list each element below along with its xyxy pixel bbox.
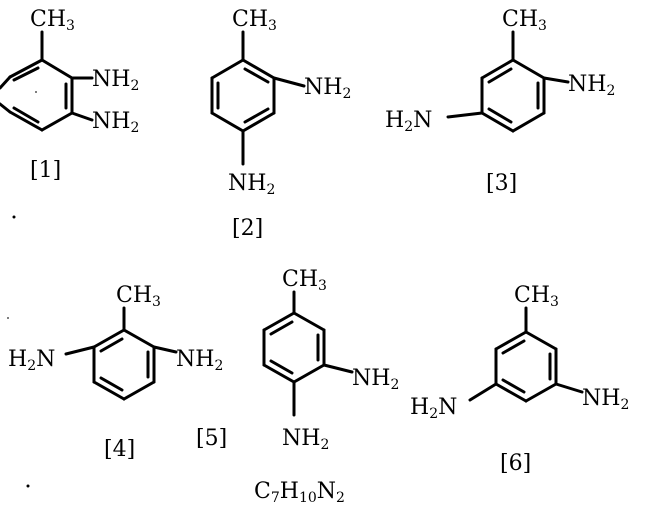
compound-index-4: [4] <box>104 437 135 462</box>
amino-label-5b: NH2 <box>282 426 329 453</box>
compound-index-6: [6] <box>500 451 531 476</box>
compound-index-1: [1] <box>30 158 61 183</box>
compound-index-5: [5] <box>196 426 227 451</box>
compound-1: CH3 NH2 NH2 [1] <box>0 7 139 183</box>
compound-3: CH3 NH2 H2N [3] <box>385 7 615 196</box>
compound-index-3: [3] <box>486 171 517 196</box>
compound-5: CH3 NH2 NH2 [5] <box>196 267 399 453</box>
amino-label-6b: NH2 <box>582 386 629 413</box>
compound-4: CH3 H2N NH2 [4] <box>8 283 223 462</box>
ring-3 <box>446 30 570 133</box>
methyl-label-6: CH3 <box>514 283 559 310</box>
methyl-label-3: CH3 <box>502 7 547 34</box>
scan-specks <box>7 91 37 488</box>
methyl-label-5: CH3 <box>282 267 327 294</box>
ring-6 <box>468 306 584 403</box>
methyl-label-2: CH3 <box>232 7 277 34</box>
amino-label-5a: NH2 <box>352 366 399 393</box>
amino-label-6a: H2N <box>410 395 457 422</box>
amino-label-3b: H2N <box>385 108 432 135</box>
methyl-label-1: CH3 <box>30 7 75 34</box>
molecular-formula: C7H10N2 <box>254 479 345 506</box>
amino-label-1a: NH2 <box>92 67 139 94</box>
amino-label-4b: NH2 <box>176 347 223 374</box>
compound-6: CH3 H2N NH2 [6] <box>410 283 629 476</box>
ring-4 <box>64 306 178 401</box>
ring-5 <box>262 290 354 417</box>
amino-label-2b: NH2 <box>228 171 275 198</box>
amino-label-2a: NH2 <box>304 75 351 102</box>
compound-index-2: [2] <box>232 216 263 241</box>
ring-1 <box>0 30 94 132</box>
ring-2 <box>210 30 306 166</box>
amino-label-3a: NH2 <box>568 72 615 99</box>
amino-label-4a: H2N <box>8 347 55 374</box>
amino-label-1b: NH2 <box>92 109 139 136</box>
compound-2: CH3 NH2 NH2 [2] <box>210 7 351 241</box>
methyl-label-4: CH3 <box>116 283 161 310</box>
